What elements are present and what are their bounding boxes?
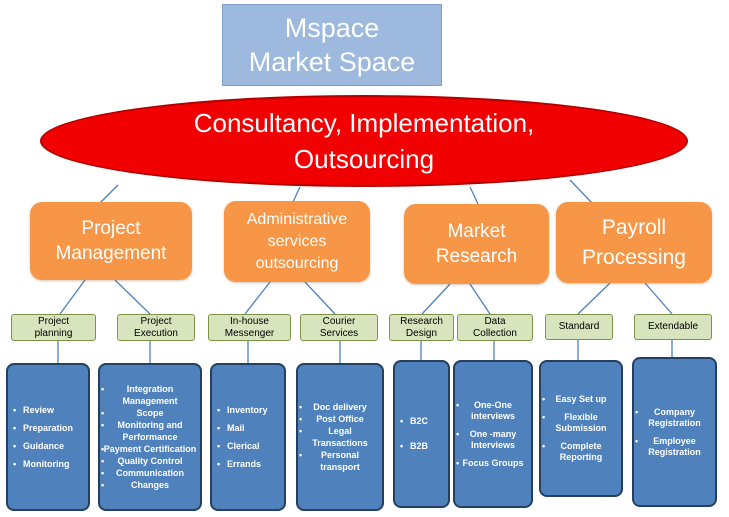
connector-pm-to-planning xyxy=(59,279,86,315)
subcategory-data-collection: Data Collection xyxy=(457,314,533,341)
category-label-line-1: Payroll xyxy=(601,215,667,239)
item-list: Review Preparation Guidance Monitoring xyxy=(11,398,85,477)
list-item: Errands xyxy=(215,459,281,470)
subcategory-label-line-2: Collection xyxy=(473,327,517,339)
subcategory-standard: Standard xyxy=(545,314,613,340)
category-label-line-1: Market xyxy=(447,221,506,242)
subcategory-label-line-1: Extendable xyxy=(647,321,699,332)
panel-research-design-items: B2C B2B xyxy=(393,360,450,508)
connector-admin-to-messenger xyxy=(244,281,271,315)
panel-extendable-items: Company Registration Employee Registrati… xyxy=(632,357,717,507)
connector-mr-to-collection xyxy=(469,283,491,315)
subcategory-label-line-2: planning xyxy=(34,327,73,339)
subcategory-label-line-1: Project xyxy=(140,315,172,327)
subcategory-label-line-1: In-house xyxy=(230,315,269,327)
list-item: Complete Reporting xyxy=(542,441,618,463)
subcategory-label-line-1: Standard xyxy=(558,321,600,332)
subcategory-project-planning: Project planning xyxy=(11,314,96,341)
list-item: Flexible Submission xyxy=(542,412,618,434)
panel-in-house-messenger-items: Inventory Mail Clerical Errands xyxy=(210,363,286,511)
item-list: Integration Management Scope Monitoring … xyxy=(101,383,197,491)
main-service-ellipse: Consultancy, Implementation, Outsourcing xyxy=(40,95,688,187)
connector-mr-to-design xyxy=(421,283,451,315)
list-item: Review xyxy=(11,405,85,416)
panel-project-execution-items: Integration Management Scope Monitoring … xyxy=(98,363,202,511)
list-item: One -many Interviews xyxy=(456,429,528,451)
panel-project-planning-items: Review Preparation Guidance Monitoring xyxy=(6,363,90,511)
list-item: Guidance xyxy=(11,441,85,452)
list-item: Company Registration xyxy=(635,407,712,429)
connector-payroll-to-extendable xyxy=(644,282,673,315)
main-line-1: Consultancy, Implementation, xyxy=(193,108,535,138)
item-list: One-One interviews One -many Interviews … xyxy=(456,393,528,476)
list-item: One-One interviews xyxy=(456,400,528,422)
subcategory-project-execution: Project Execution xyxy=(117,314,195,341)
panel-data-collection-items: One-One interviews One -many Interviews … xyxy=(453,360,533,508)
connector-payroll-to-standard xyxy=(577,282,611,315)
category-project-management: Project Management xyxy=(30,202,192,280)
subcategory-label-line-2: Services xyxy=(319,327,359,339)
list-item: Focus Groups xyxy=(456,458,528,469)
panel-standard-items: Easy Set up Flexible Submission Complete… xyxy=(539,360,623,497)
category-market-research: Market Research xyxy=(404,204,549,284)
connector-pm-to-execution xyxy=(114,279,151,315)
subcategory-label-line-2: Execution xyxy=(134,327,178,339)
category-label-line-2: Management xyxy=(55,243,167,264)
subcategory-extendable: Extendable xyxy=(634,314,712,340)
list-item: Scope xyxy=(101,407,197,419)
category-payroll-processing: Payroll Processing xyxy=(556,202,712,283)
list-item: Personal transport xyxy=(299,449,379,473)
subcategory-in-house-messenger: In-house Messenger xyxy=(208,314,291,341)
subcategory-courier-services: Courier Services xyxy=(300,314,378,341)
list-item: Clerical xyxy=(215,441,281,452)
subcategory-label-line-1: Courier xyxy=(322,315,356,327)
item-list: Inventory Mail Clerical Errands xyxy=(215,398,281,477)
connector-main-to-project-management xyxy=(99,184,119,204)
list-item: Employee Registration xyxy=(635,436,712,458)
connector-main-to-administrative xyxy=(292,186,301,203)
category-label-line-1: Administrative xyxy=(246,210,348,228)
list-item: B2C xyxy=(398,416,445,427)
list-item: Legal Transactions xyxy=(299,425,379,449)
main-line-2: Outsourcing xyxy=(293,144,435,174)
category-label-line-2: Processing xyxy=(582,245,686,269)
category-label-line-2: Research xyxy=(435,246,518,267)
root-line-2: Market Space xyxy=(248,47,416,77)
list-item: Inventory xyxy=(215,405,281,416)
list-item: B2B xyxy=(398,441,445,452)
item-list: Easy Set up Flexible Submission Complete… xyxy=(542,387,618,470)
category-label-line-2: services xyxy=(267,232,327,250)
category-label-line-3: outsourcing xyxy=(255,254,339,272)
root-node-mspace: Mspace Market Space xyxy=(222,4,442,86)
list-item: Easy Set up xyxy=(542,394,618,405)
subcategory-label-line-2: Messenger xyxy=(224,327,275,339)
subcategory-label-line-1: Project xyxy=(37,315,70,327)
subcategory-label-line-2: Design xyxy=(405,327,438,339)
list-item: Preparation xyxy=(11,423,85,434)
list-item: Communication xyxy=(101,467,197,479)
item-list: B2C B2B xyxy=(398,402,445,466)
list-item: Doc delivery xyxy=(299,401,379,413)
item-list: Company Registration Employee Registrati… xyxy=(635,400,712,465)
connector-main-to-payroll xyxy=(569,179,593,204)
list-item: Monitoring and Performance xyxy=(101,419,197,443)
subcategory-label-line-1: Data xyxy=(484,315,506,327)
list-item: Payment Certification xyxy=(101,443,197,455)
root-line-1: Mspace xyxy=(284,13,380,43)
panel-courier-services-items: Doc delivery Post Office Legal Transacti… xyxy=(296,363,384,511)
list-item: Quality Control xyxy=(101,455,197,467)
connector-main-to-market-research xyxy=(469,186,479,205)
item-list: Doc delivery Post Office Legal Transacti… xyxy=(299,401,379,473)
list-item: Integration Management xyxy=(101,383,197,407)
connector-admin-to-courier xyxy=(304,281,336,315)
list-item: Changes xyxy=(101,479,197,491)
list-item: Monitoring xyxy=(11,459,85,470)
list-item: Post Office xyxy=(299,413,379,425)
subcategory-research-design: Research Design xyxy=(389,314,454,341)
subcategory-label-line-1: Research xyxy=(400,315,443,327)
category-administrative-services: Administrative services outsourcing xyxy=(224,201,370,282)
list-item: Mail xyxy=(215,423,281,434)
category-label-line-1: Project xyxy=(81,218,141,239)
